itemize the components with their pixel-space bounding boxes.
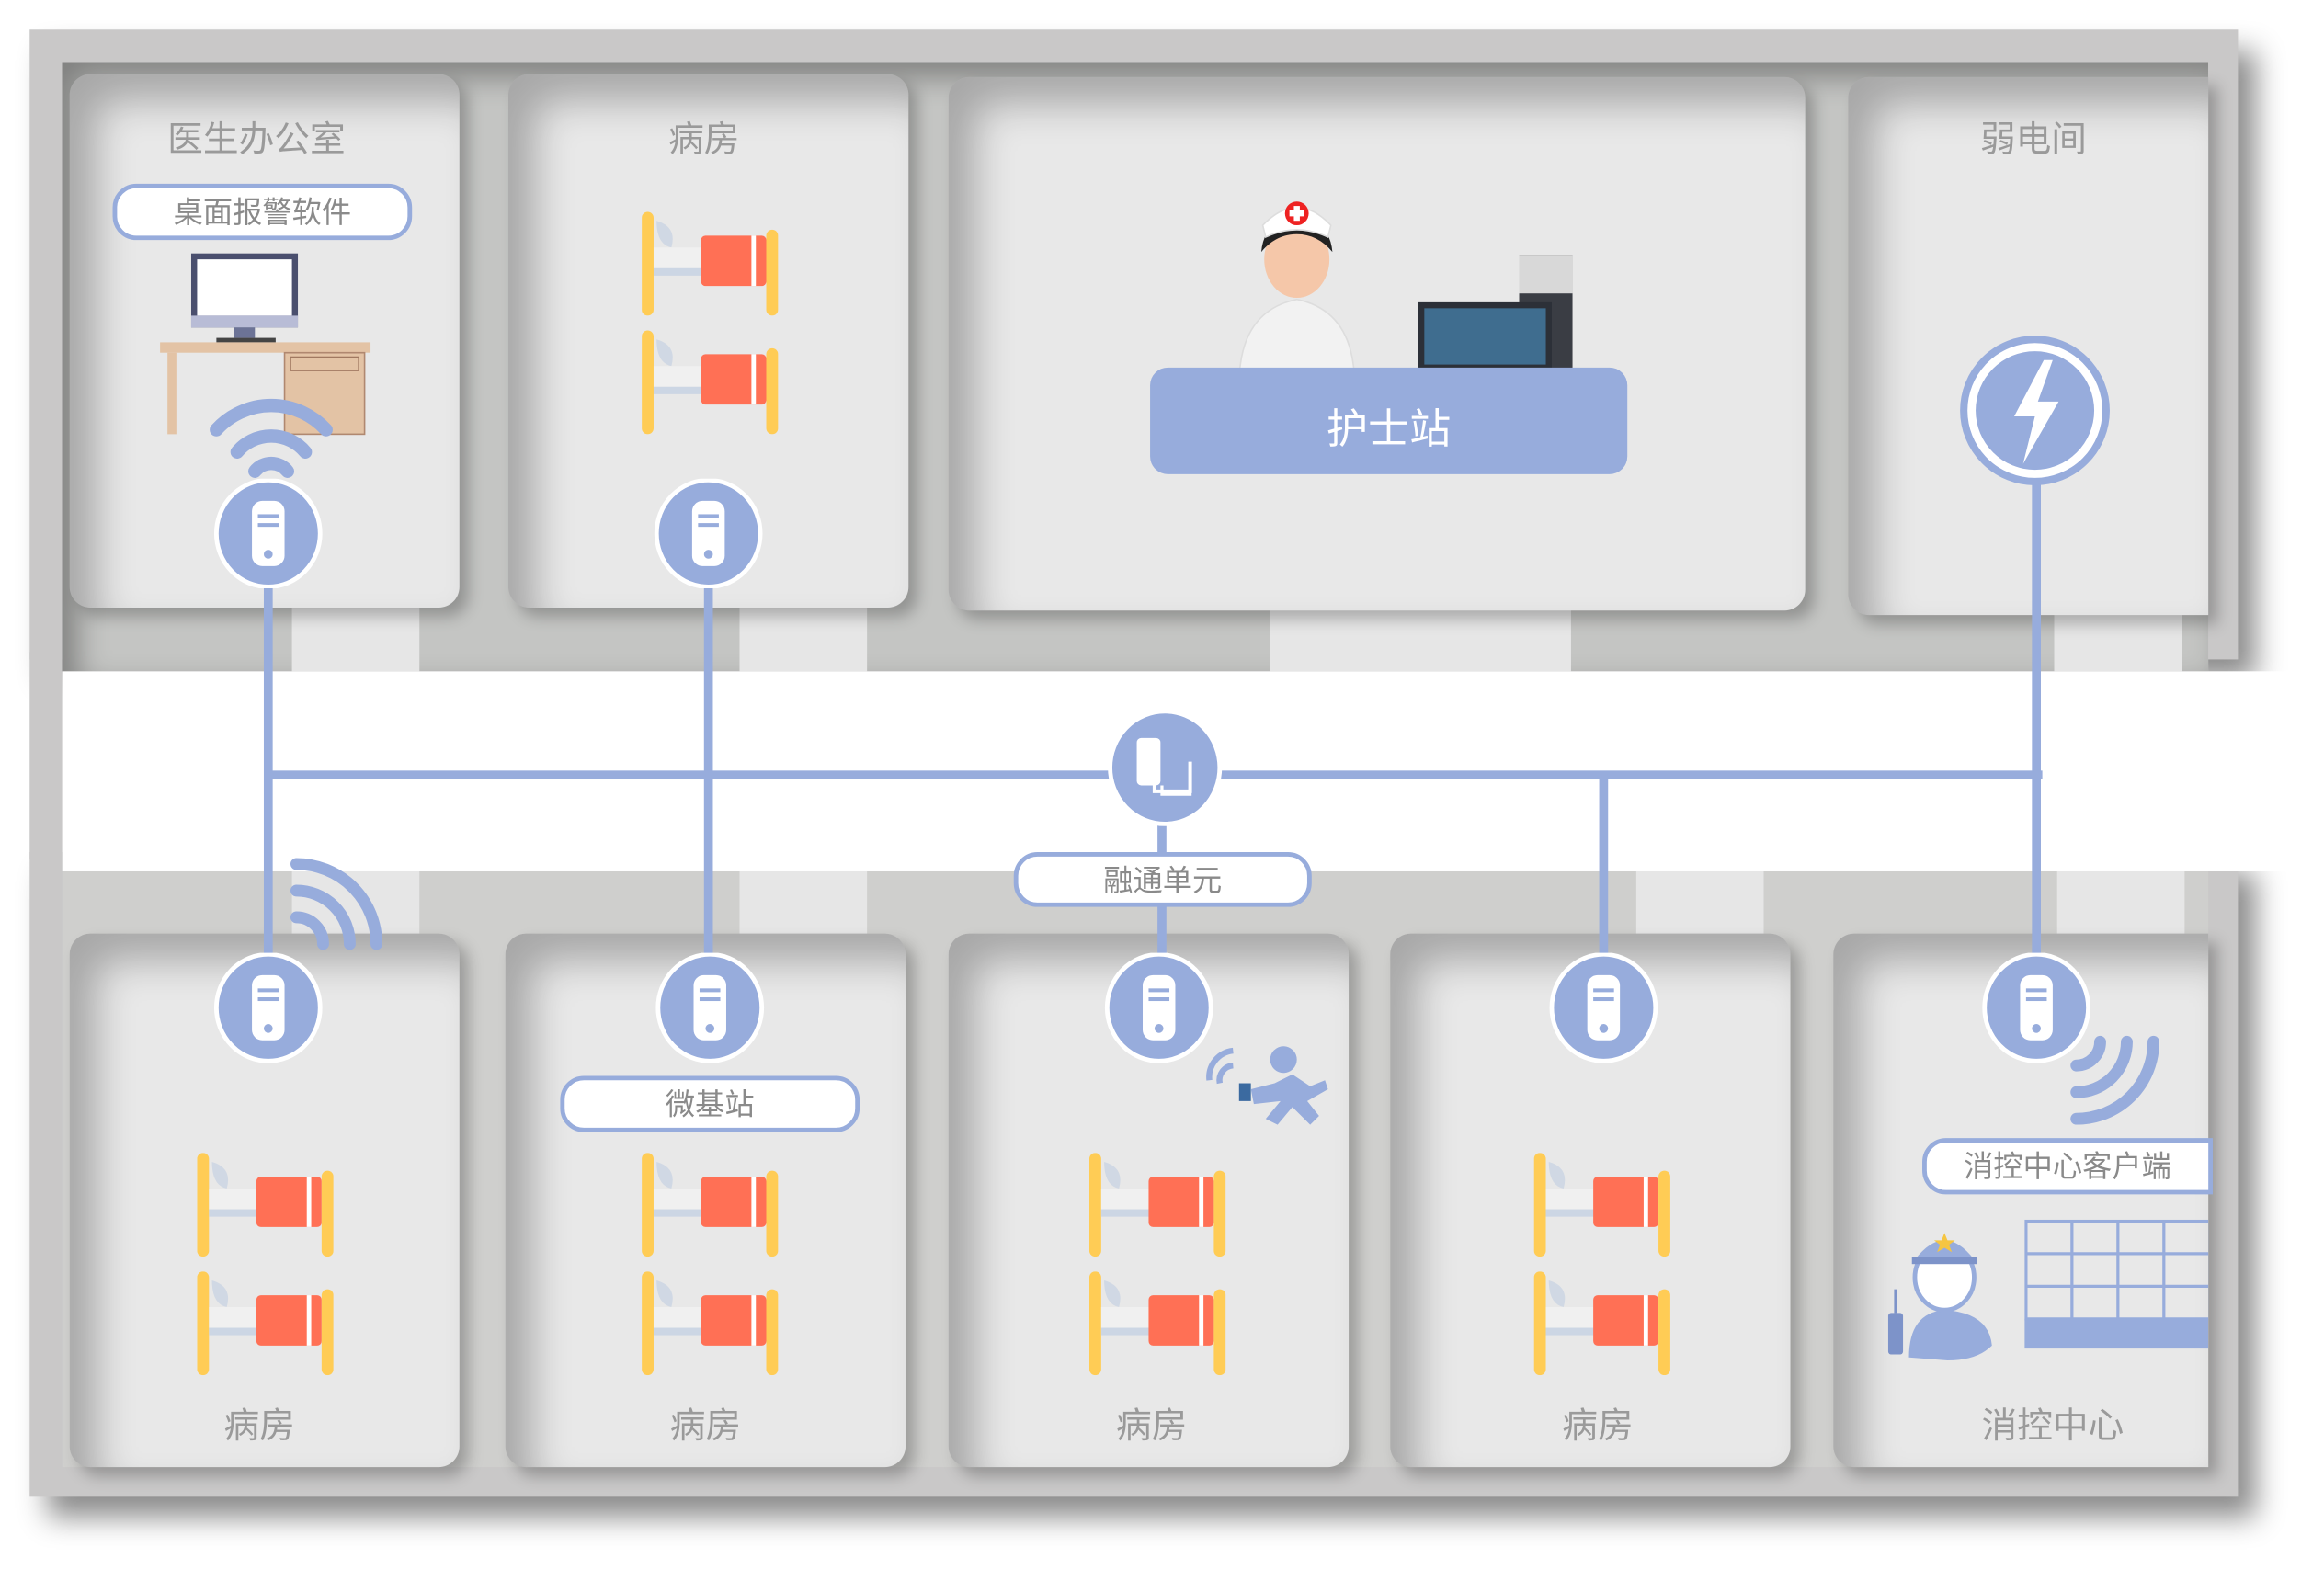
bed-icon [642, 331, 778, 435]
door [2056, 870, 2185, 938]
door [1270, 599, 1571, 672]
bed-icon [642, 1271, 778, 1375]
bed-icon [642, 1153, 778, 1257]
fusion-unit-hub-icon[interactable] [1106, 709, 1225, 827]
computer-desk-icon [160, 253, 371, 436]
bed-icon [197, 1271, 333, 1375]
nurse-icon [1237, 201, 1356, 386]
room-title: 医生办公室 [167, 118, 346, 161]
room-title: 弱电间 [1979, 118, 2087, 161]
door [2054, 608, 2182, 672]
signal-icon [290, 858, 382, 950]
wall-left [29, 652, 63, 860]
room-title: 病房 [1562, 1405, 1634, 1447]
room-title: 病房 [668, 118, 740, 161]
alarm-host-node[interactable] [213, 953, 323, 1063]
bed-icon [1089, 1271, 1225, 1375]
room-nurse-station [948, 76, 1806, 611]
network-link [703, 533, 713, 1008]
alarm-host-node[interactable] [655, 953, 765, 1063]
bed-icon [1089, 1153, 1225, 1257]
nurse-station-desk: 护士站 [1150, 367, 1628, 474]
room-title: 消控中心 [1981, 1405, 2125, 1447]
workstation-computer-icon [1418, 255, 1573, 382]
door [1635, 870, 1764, 938]
bed-icon [1534, 1271, 1670, 1375]
door [291, 599, 420, 672]
micro-base-station-label: 微基站 [560, 1075, 860, 1132]
security-guard-icon [1887, 1233, 1992, 1360]
alarm-host-node[interactable] [1549, 953, 1658, 1063]
fire-control-client-label: 消控中心客户端 [1922, 1138, 2214, 1195]
room-title: 病房 [1115, 1405, 1188, 1447]
desktop-alarm-software-label: 桌面报警软件 [112, 183, 413, 241]
alarm-host-node[interactable] [213, 479, 323, 588]
wifi-icon [210, 398, 333, 478]
fusion-unit-label: 融通单元 [1013, 852, 1312, 907]
bed-icon [197, 1153, 333, 1257]
room-title: 病房 [223, 1405, 295, 1447]
alarm-host-node[interactable] [1104, 953, 1213, 1063]
room-title: 病房 [669, 1405, 742, 1447]
bed-icon [642, 212, 778, 316]
lightning-icon [1960, 336, 2110, 485]
door [739, 870, 868, 938]
monitor-wall-icon [2024, 1219, 2209, 1349]
network-link [2032, 444, 2041, 1008]
alarm-host-node[interactable] [654, 479, 763, 588]
network-link [263, 533, 273, 1008]
patient-with-tag-icon [1206, 1046, 1328, 1125]
network-link [1599, 775, 1609, 1008]
bed-icon [1534, 1153, 1670, 1257]
signal-icon [2070, 1035, 2159, 1125]
door [739, 599, 868, 672]
